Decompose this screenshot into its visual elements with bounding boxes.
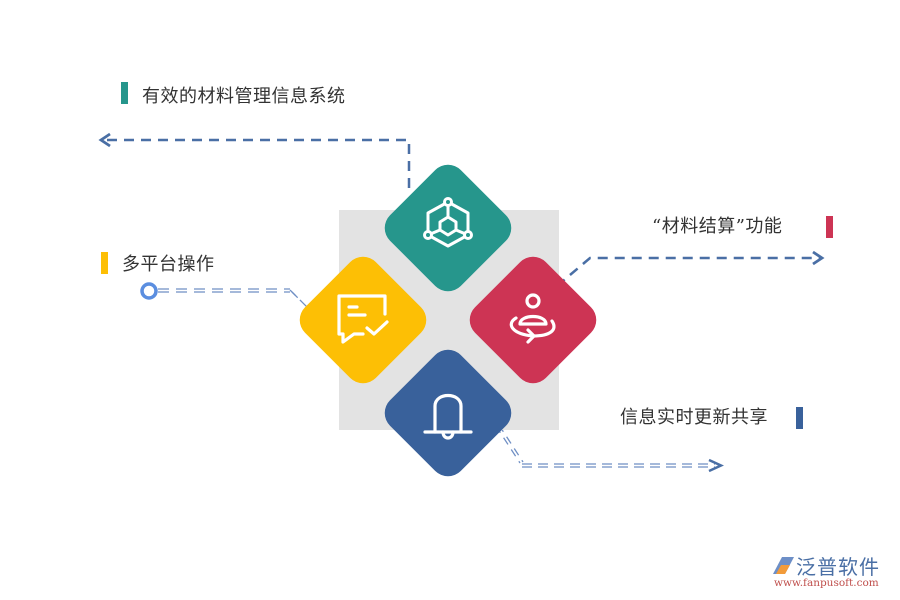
network-cube-icon [413,190,483,260]
connector-bottom [495,424,725,473]
logo-mark-icon [773,557,794,574]
person-rotate-icon [498,286,568,356]
connector-right [556,250,825,287]
color-bar-multi-platform [101,252,108,274]
color-bar-material-settlement [826,216,833,238]
logo-name: 泛普软件 [796,555,880,579]
chat-check-icon [329,286,399,356]
connector-left [140,282,319,319]
logo-url: www.fanpusoft.com [774,577,879,589]
color-bar-material-system [121,82,128,104]
bell-icon [413,378,483,448]
label-material-settlement: “材料结算”功能 [652,216,783,237]
connector-top [98,132,411,188]
label-multi-platform: 多平台操作 [122,254,215,275]
brand-logo: 泛普软件 www.fanpusoft.com [768,553,893,593]
color-bar-realtime-sharing [796,407,803,429]
label-realtime-sharing: 信息实时更新共享 [620,407,768,428]
label-material-system: 有效的材料管理信息系统 [142,86,346,107]
